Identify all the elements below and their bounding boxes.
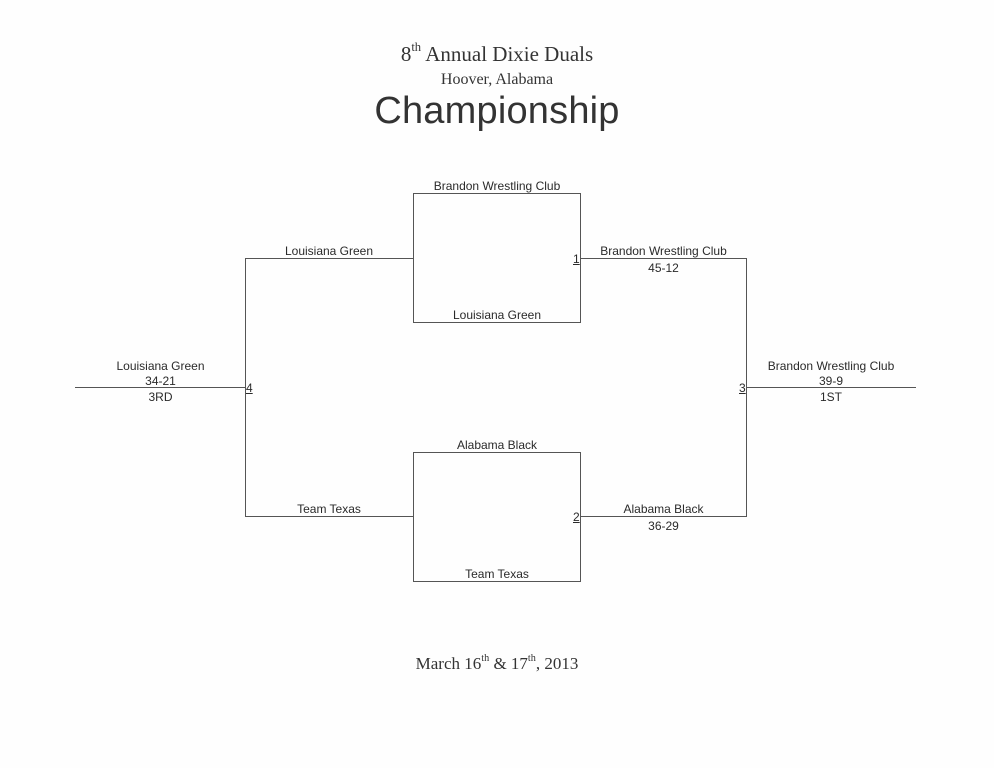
date-year: , 2013 bbox=[535, 654, 579, 673]
match1-bottom-team: Louisiana Green bbox=[452, 308, 542, 322]
match1-number: 1 bbox=[573, 252, 580, 266]
match2-left-line bbox=[413, 452, 414, 582]
match1-winner-line bbox=[580, 258, 747, 259]
date-day2-suffix: th bbox=[527, 652, 536, 664]
match1-top-line bbox=[413, 193, 581, 194]
match2-winner-line bbox=[580, 516, 747, 517]
match1-bottom-line bbox=[413, 322, 581, 323]
match2-right-line bbox=[580, 452, 581, 582]
match2-bottom-team: Team Texas bbox=[465, 567, 529, 581]
match1-left-line bbox=[413, 193, 414, 323]
match4-score: 34-21 bbox=[145, 374, 176, 388]
event-ordinal: 8 bbox=[400, 42, 412, 66]
match4-winner: Louisiana Green bbox=[116, 359, 205, 373]
match3-place: 1ST bbox=[819, 390, 842, 404]
date-day2: 17 bbox=[510, 654, 528, 673]
event-dates: March 16th & 17th, 2013 bbox=[0, 652, 994, 674]
match4-bottom-line bbox=[245, 516, 413, 517]
match2-bottom-line bbox=[413, 581, 581, 582]
match4-winner-line bbox=[75, 387, 246, 388]
match4-top-line bbox=[245, 258, 413, 259]
match4-top-team: Louisiana Green bbox=[284, 244, 374, 258]
match1-top-team: Brandon Wrestling Club bbox=[433, 179, 561, 193]
date-day1: 16 bbox=[464, 654, 482, 673]
match3-winner: Brandon Wrestling Club bbox=[767, 359, 895, 373]
match2-score: 36-29 bbox=[648, 519, 679, 533]
date-connector: & bbox=[493, 654, 507, 673]
event-heading: 8th Annual Dixie Duals bbox=[0, 40, 994, 67]
match1-winner: Brandon Wrestling Club bbox=[600, 244, 727, 258]
page-title: Championship bbox=[374, 90, 620, 132]
match2-number: 2 bbox=[573, 510, 580, 524]
date-day1-suffix: th bbox=[481, 652, 490, 664]
event-name: Annual Dixie Duals bbox=[425, 42, 594, 66]
match4-bottom-team: Team Texas bbox=[297, 502, 361, 516]
match4-place: 3RD bbox=[148, 390, 173, 404]
match2-top-line bbox=[413, 452, 581, 453]
match3-winner-line bbox=[746, 387, 916, 388]
event-ordinal-suffix: th bbox=[411, 40, 422, 55]
event-location: Hoover, Alabama bbox=[440, 71, 554, 88]
date-month: March bbox=[415, 654, 460, 673]
match3-number: 3 bbox=[739, 381, 746, 395]
match2-top-team: Alabama Black bbox=[456, 438, 538, 452]
match3-score: 39-9 bbox=[818, 374, 844, 388]
match4-number: 4 bbox=[246, 381, 253, 395]
match2-winner: Alabama Black bbox=[623, 502, 704, 516]
match1-score: 45-12 bbox=[648, 261, 679, 275]
